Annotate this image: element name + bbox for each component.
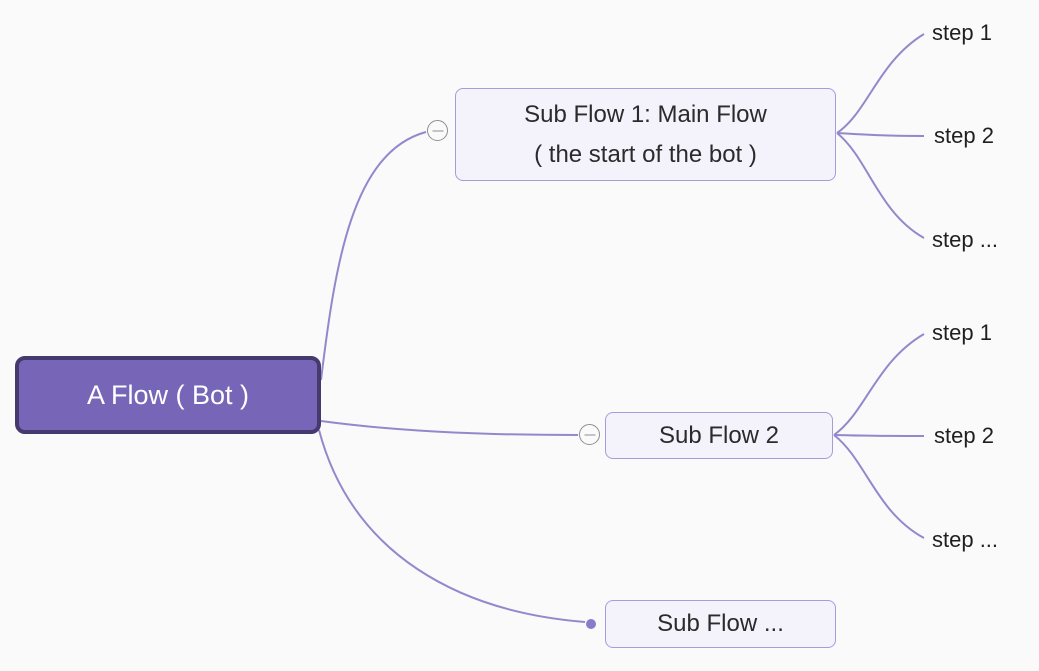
- node-sub1-step-3[interactable]: step ...: [932, 227, 999, 252]
- node-sub1-step-2[interactable]: step 2: [934, 123, 994, 148]
- connector-sub1-to-step-1: [836, 33, 925, 134]
- node-sub2-step-3[interactable]: step ...: [932, 527, 999, 552]
- connector-root-to-sub-flow-1: [320, 131, 427, 381]
- dot-icon: [586, 619, 596, 629]
- node-sub-flow-1[interactable]: Sub Flow 1: Main Flow ( the start of the…: [455, 88, 836, 181]
- node-sub-flow-1-line-1: Sub Flow 1: Main Flow: [524, 100, 767, 128]
- node-sub2-step-1[interactable]: step 1: [932, 320, 992, 345]
- root-node[interactable]: A Flow ( Bot ): [15, 356, 321, 434]
- node-sub1-step-1[interactable]: step 1: [932, 20, 992, 45]
- node-sub-flow-2-label: Sub Flow 2: [658, 421, 780, 449]
- node-sub-flow-3[interactable]: Sub Flow ...: [605, 600, 836, 648]
- connector-root-to-sub-flow-3: [318, 429, 586, 623]
- connector-sub2-to-step-2: [833, 434, 925, 437]
- connector-sub2-to-step-1: [833, 333, 925, 436]
- connector-root-to-sub-flow-2: [320, 420, 579, 436]
- node-sub-flow-3-label: Sub Flow ...: [657, 610, 784, 637]
- connector-sub1-to-step-3: [836, 132, 925, 239]
- root-node-label: A Flow ( Bot ): [86, 379, 250, 410]
- minus-circle-icon[interactable]: [427, 120, 448, 141]
- node-sub-flow-2[interactable]: Sub Flow 2: [605, 412, 833, 459]
- node-sub-flow-1-line-2: ( the start of the bot ): [534, 140, 757, 168]
- connector-sub2-to-step-3: [833, 434, 925, 539]
- connector-sub1-to-step-2: [836, 132, 925, 137]
- minus-circle-icon[interactable]: [579, 424, 600, 445]
- node-sub2-step-2[interactable]: step 2: [934, 423, 994, 448]
